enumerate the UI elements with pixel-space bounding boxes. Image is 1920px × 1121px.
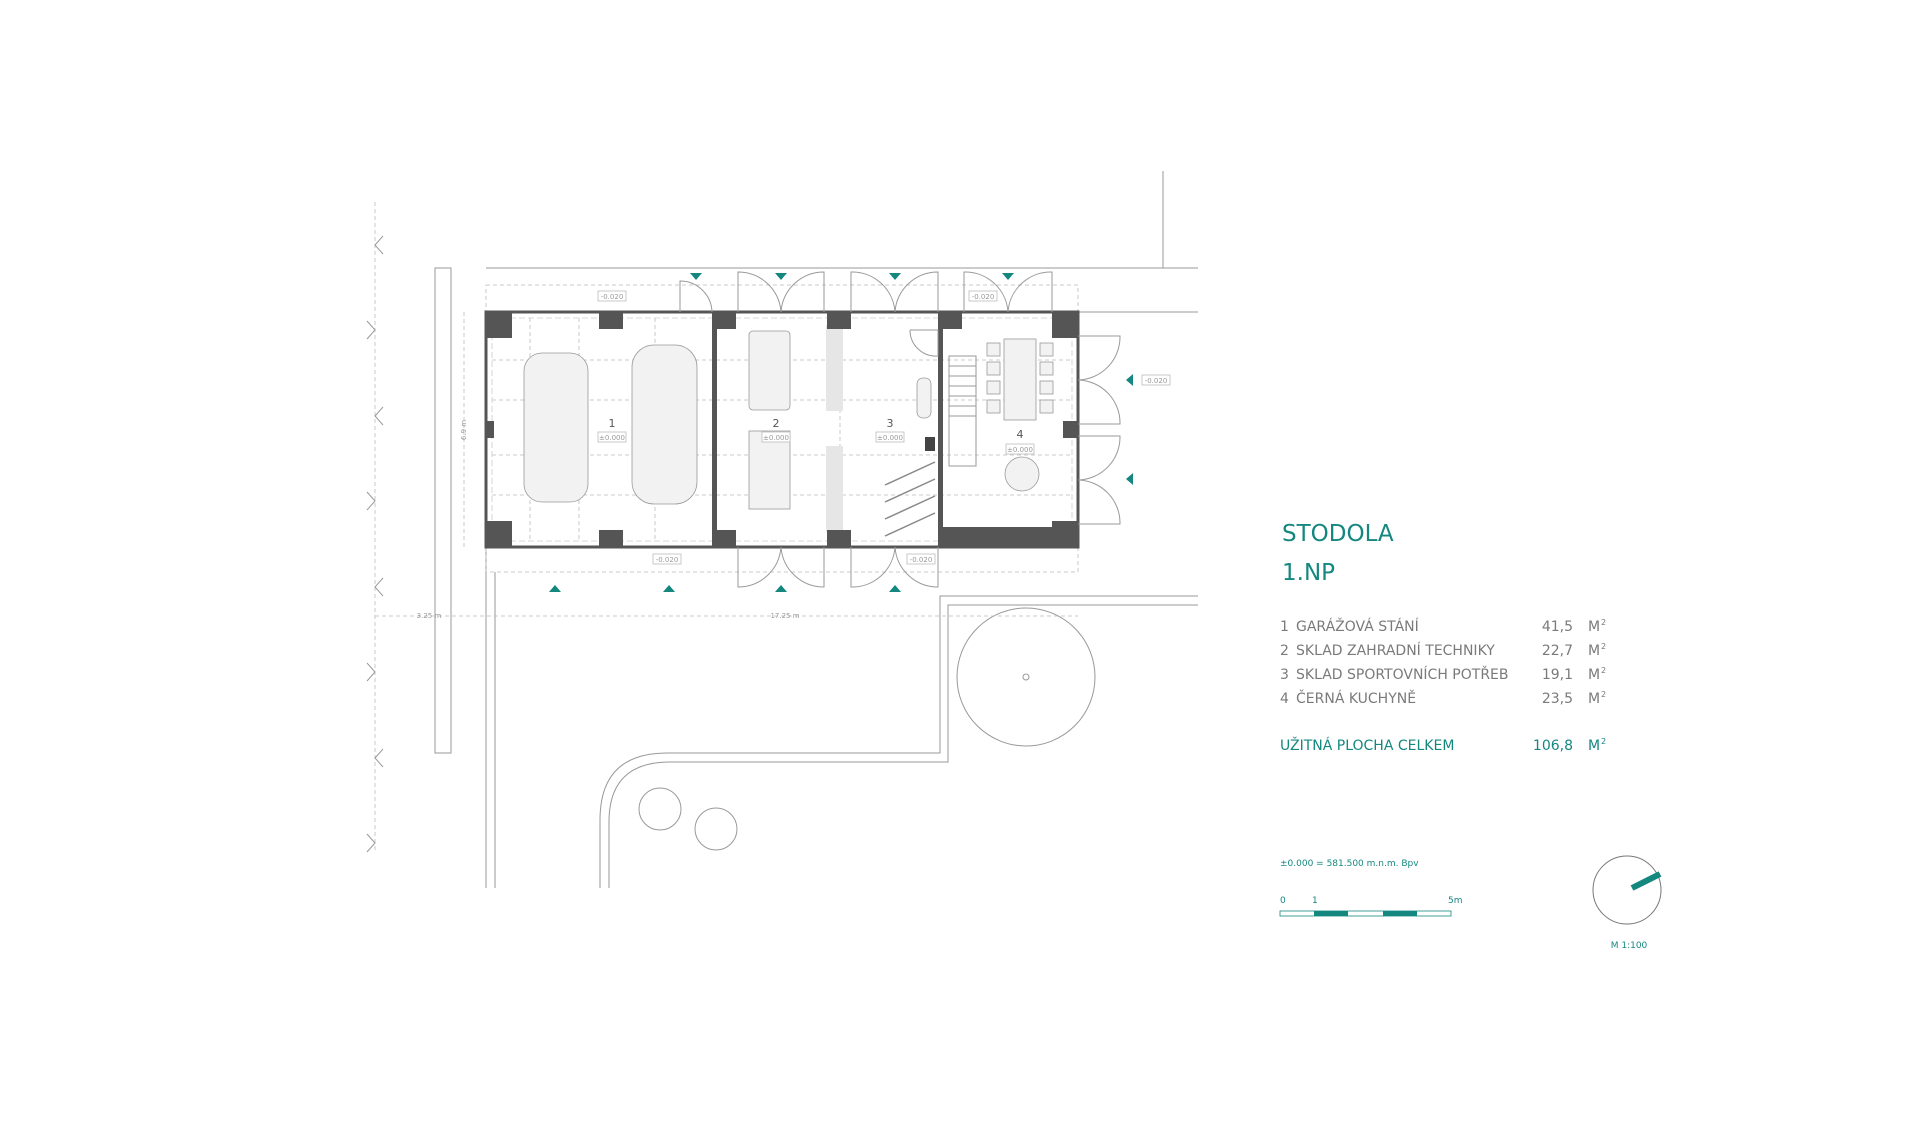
- motorbike-icon: [916, 377, 932, 419]
- north-arrow-icon: [1592, 855, 1662, 925]
- label: ±0.000: [877, 434, 903, 442]
- label: 2: [1601, 666, 1606, 675]
- dim-width: 17.25 m: [770, 612, 799, 620]
- dining-table-icon: [1003, 338, 1037, 421]
- page-subtitle: 1.NP: [1282, 560, 1335, 586]
- label: M: [1588, 738, 1600, 754]
- page-title: STODOLA: [1282, 521, 1394, 547]
- columns: [486, 312, 1078, 547]
- label: 19,1: [1542, 667, 1573, 683]
- dim-left: 3.25 m: [417, 612, 442, 620]
- elevation-note: ±0.000 = 581.500 m.n.m. Bpv: [1280, 859, 1419, 869]
- label: -0.020: [601, 293, 624, 301]
- dim-depth: 6.9 m: [460, 420, 468, 440]
- level-tags: -0.020 -0.020 -0.020 -0.020 -0.020 ±0.00…: [597, 290, 1171, 565]
- room-number: 4: [1017, 428, 1024, 441]
- label: ČERNÁ KUCHYNĚ: [1296, 689, 1416, 707]
- driveway-edge: [485, 547, 1198, 888]
- doors: [679, 271, 1121, 588]
- tree-small: [694, 807, 738, 851]
- label: 2: [1601, 737, 1606, 746]
- label: ±0.000: [1007, 446, 1033, 454]
- room-number: 2: [773, 417, 780, 430]
- label: 2: [1601, 690, 1606, 699]
- stairs-icon: [948, 355, 977, 467]
- building: 1 2 3 4 -0.020 -0.020 -0.020 -0.020 -0.0…: [484, 271, 1171, 592]
- label: M: [1588, 643, 1600, 659]
- stove-icon: [925, 437, 935, 451]
- tree-large: [956, 607, 1096, 747]
- car-icon: [631, 344, 698, 505]
- site-context: [366, 171, 1198, 888]
- label: 1: [1312, 896, 1318, 906]
- label: ±0.000: [763, 434, 789, 442]
- tractor-icon: [748, 330, 791, 411]
- label: 1: [1280, 619, 1289, 635]
- label: 22,7: [1542, 643, 1573, 659]
- label: 23,5: [1542, 691, 1573, 707]
- label: SKLAD SPORTOVNÍCH POTŘEB: [1296, 666, 1509, 683]
- label: 2: [1280, 643, 1289, 659]
- dimension-lines: 3.25 m 17.25 m 6.9 m: [375, 312, 1078, 620]
- scale-bar: 0 1 5m: [1279, 896, 1463, 917]
- car-icon: [523, 352, 589, 503]
- boundary-chevrons: [366, 235, 384, 853]
- label: 41,5: [1542, 619, 1573, 635]
- label: 5m: [1448, 896, 1463, 906]
- label: -0.020: [910, 556, 933, 564]
- tree-small: [638, 787, 682, 831]
- round-table-icon: [1004, 456, 1040, 492]
- label: -0.020: [972, 293, 995, 301]
- label: UŽITNÁ PLOCHA CELKEM: [1280, 736, 1454, 754]
- chair-icons: [986, 342, 1054, 414]
- left-wall-strip: [434, 267, 452, 754]
- drawing-scale: M 1:100: [1611, 941, 1648, 951]
- label: GARÁŽOVÁ STÁNÍ: [1296, 617, 1419, 635]
- room-number: 3: [887, 417, 894, 430]
- entrance-markers: [549, 273, 1133, 592]
- room-number: 1: [609, 417, 616, 430]
- label: 2: [1601, 642, 1606, 651]
- label: -0.020: [1145, 377, 1168, 385]
- label: 3: [1280, 667, 1289, 683]
- label: 2: [1601, 618, 1606, 627]
- label: M: [1588, 667, 1600, 683]
- trailer-icon: [748, 430, 791, 510]
- ski-rack-icon: [884, 461, 936, 537]
- label: M: [1588, 691, 1600, 707]
- label: 0: [1280, 896, 1286, 906]
- label: -0.020: [656, 556, 679, 564]
- label: 106,8: [1533, 738, 1573, 754]
- label: SKLAD ZAHRADNÍ TECHNIKY: [1296, 642, 1495, 659]
- room-numbers: 1 2 3 4: [609, 417, 1024, 441]
- label: ±0.000: [599, 434, 625, 442]
- furniture: [523, 330, 1054, 537]
- label: M: [1588, 619, 1600, 635]
- label: 4: [1280, 691, 1289, 707]
